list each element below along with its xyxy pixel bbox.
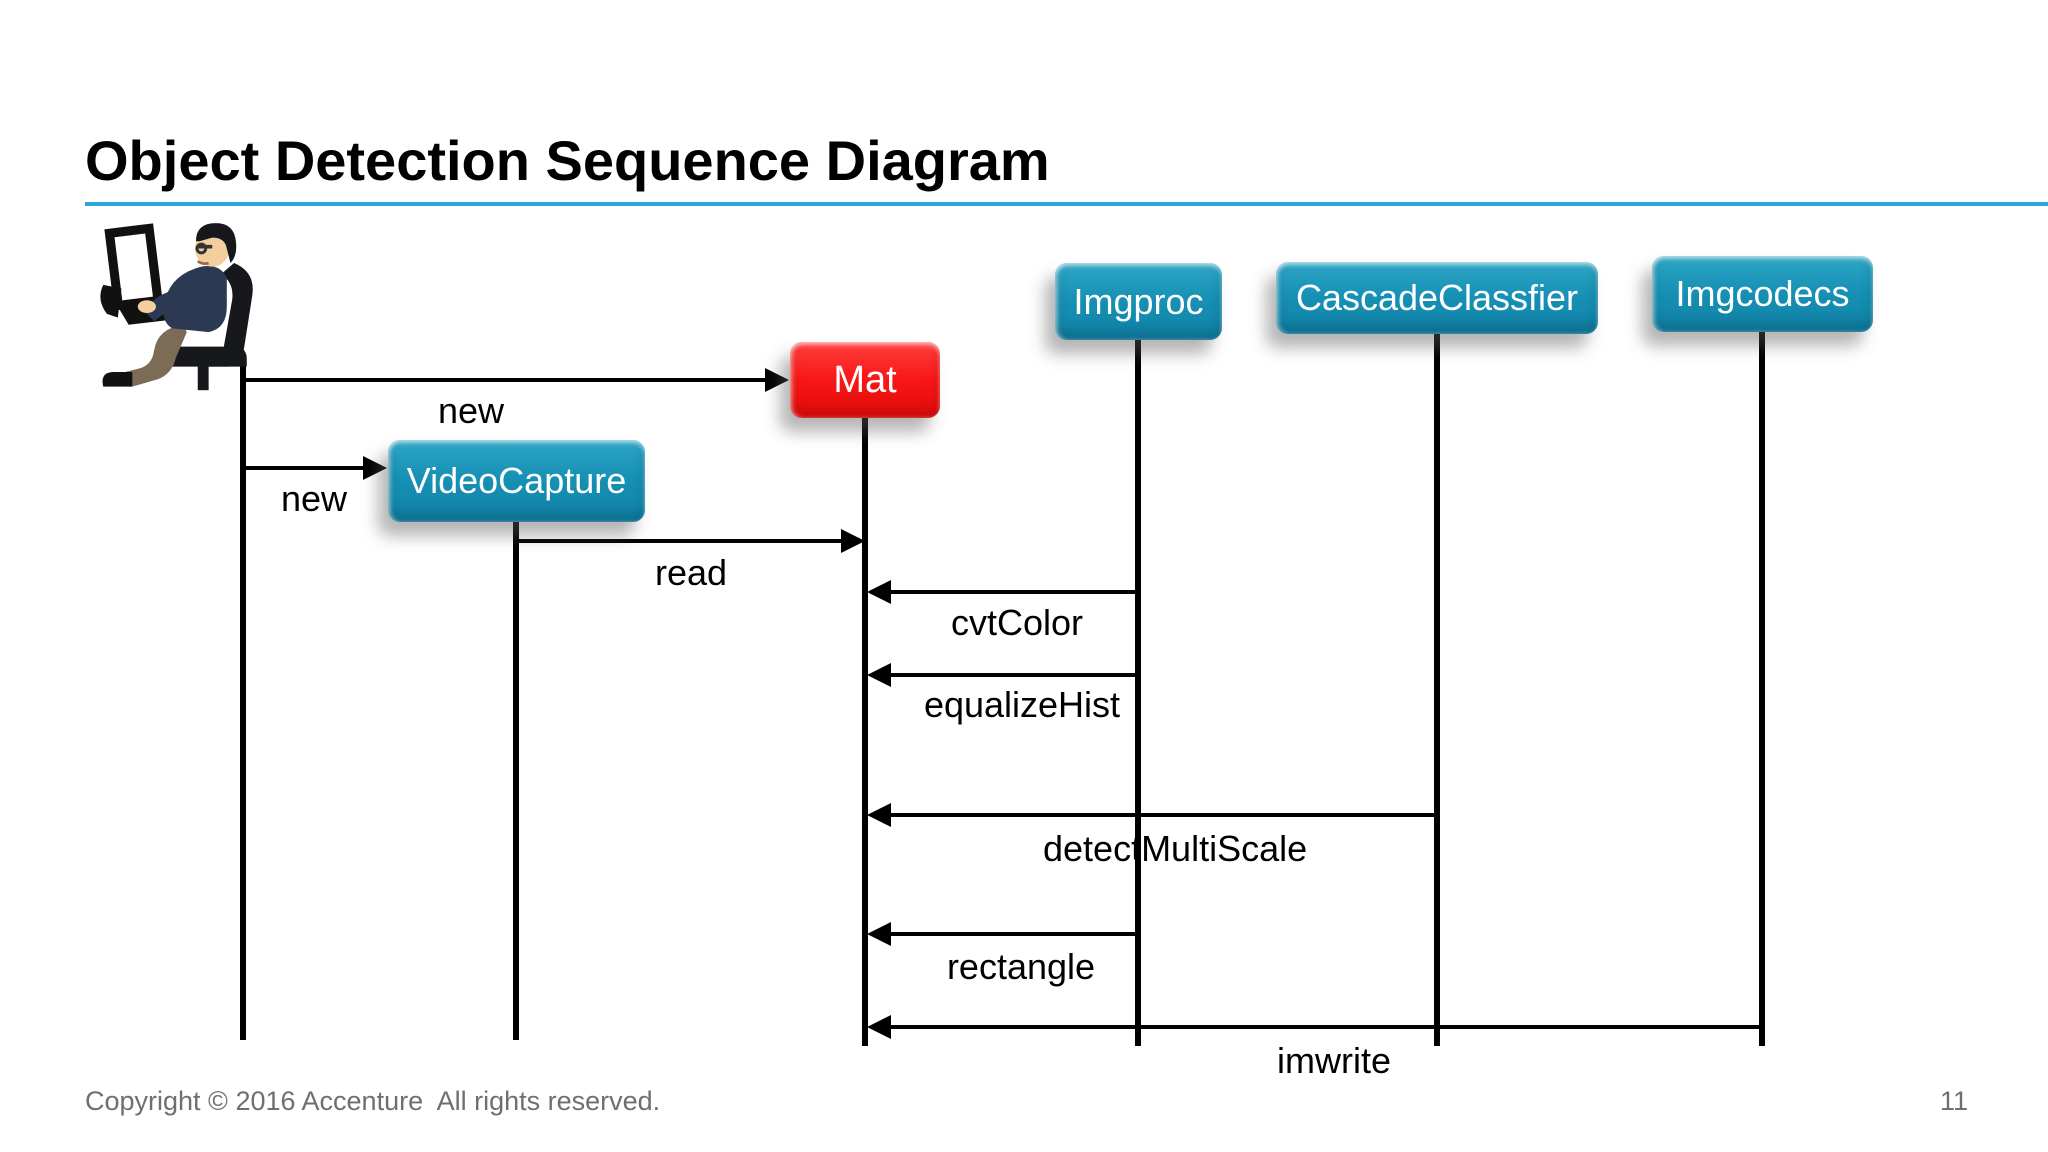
participant-label-imgproc: Imgproc xyxy=(1073,280,1204,322)
message-arrow-equalizehist xyxy=(867,663,1136,687)
message-arrow-detectmultiscale xyxy=(867,803,1438,827)
participant-label-cascadeclassfier: CascadeClassfier xyxy=(1295,277,1579,318)
page-number: 11 xyxy=(1939,1086,1968,1116)
message-label-read: read xyxy=(654,552,728,593)
page-title: Object Detection Sequence Diagram xyxy=(85,129,1050,192)
lifeline-imgproc xyxy=(1135,338,1141,1046)
participant-box-cascadeclassfier: CascadeClassfier xyxy=(1276,262,1598,334)
lifeline-videocapture xyxy=(513,520,519,1040)
participant-box-imgproc: Imgproc xyxy=(1055,263,1222,340)
message-label-new-videocapture: new xyxy=(280,478,348,519)
message-label-detectmultiscale: detectMultiScale xyxy=(1043,828,1308,869)
message-label-new-mat: new xyxy=(437,390,505,431)
message-label-cvtcolor: cvtColor xyxy=(950,602,1084,643)
message-arrow-rectangle xyxy=(867,922,1136,946)
lifeline-cascadeclassfier xyxy=(1434,332,1440,1046)
message-arrow-imwrite xyxy=(867,1015,1761,1039)
participant-box-imgcodecs: Imgcodecs xyxy=(1652,256,1873,332)
participant-label-videocapture: VideoCapture xyxy=(406,460,627,501)
participant-label-imgcodecs: Imgcodecs xyxy=(1675,273,1850,314)
footer-copyright: Copyright © 2016 Accenture All rights re… xyxy=(85,1086,661,1116)
lifeline-actor xyxy=(240,356,246,1040)
message-label-equalizehist: equalizeHist xyxy=(923,684,1121,725)
message-arrow-new-mat xyxy=(243,368,789,392)
message-arrow-read xyxy=(515,529,865,553)
message-label-rectangle: rectangle xyxy=(946,946,1096,987)
title-underline-rule xyxy=(85,202,2048,206)
lifeline-imgcodecs xyxy=(1759,330,1765,1046)
participant-box-mat: Mat xyxy=(790,342,940,418)
message-arrow-cvtcolor xyxy=(867,580,1136,604)
person-at-computer-icon xyxy=(100,223,253,391)
lifeline-mat xyxy=(862,416,868,1046)
message-label-imwrite: imwrite xyxy=(1277,1040,1391,1081)
message-arrow-new-videocapture xyxy=(243,456,387,480)
participant-box-videocapture: VideoCapture xyxy=(388,440,645,522)
participant-label-mat: Mat xyxy=(833,358,897,401)
